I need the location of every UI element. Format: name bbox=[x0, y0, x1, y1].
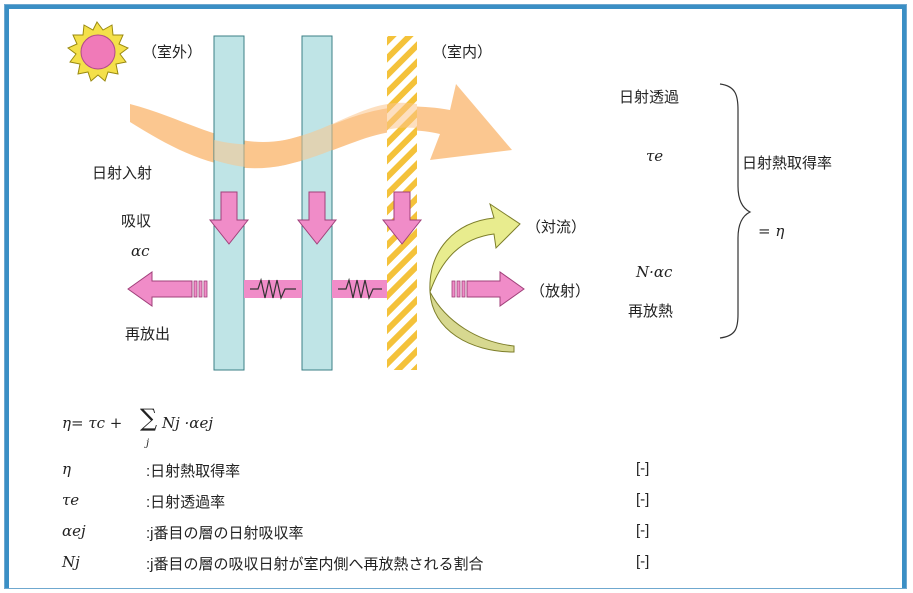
legend-row: τe :日射透過率 [-] bbox=[62, 491, 682, 513]
left-accent-bar bbox=[5, 5, 9, 588]
outdoor-label: （室外） bbox=[142, 43, 203, 61]
legend-symbol: τe bbox=[62, 491, 80, 509]
legend-description: :日射透過率 bbox=[146, 494, 226, 511]
formula-sum-sign: ∑ bbox=[140, 404, 158, 432]
convection-arrow bbox=[429, 202, 521, 293]
incident-label: 日射入射 bbox=[92, 164, 153, 182]
legend-symbol: αej bbox=[62, 522, 86, 540]
reemission-label: 再放出 bbox=[125, 325, 171, 343]
tau-e-symbol: τe bbox=[646, 147, 664, 165]
radiation-inward-arrow bbox=[451, 271, 525, 307]
formula-sum-index: j bbox=[146, 438, 150, 449]
top-accent-bar bbox=[5, 5, 906, 9]
alpha-c-symbol: αc bbox=[131, 242, 150, 260]
legend-row: Nj :j番目の層の吸収日射が室内側へ再放熱される割合 [-] bbox=[62, 553, 682, 575]
brace-icon bbox=[719, 83, 752, 339]
legend-description: :j番目の層の吸収日射が室内側へ再放熱される割合 bbox=[146, 556, 484, 573]
transmitted-solar-arrow-front bbox=[214, 102, 417, 168]
convection-return-shape bbox=[429, 291, 515, 353]
indoor-label: （室内） bbox=[432, 43, 493, 61]
legend-unit: [-] bbox=[636, 460, 650, 477]
spring-icon bbox=[244, 277, 302, 300]
formula-lhs: η= τc + bbox=[62, 414, 123, 432]
absorption-label: 吸収 bbox=[121, 212, 152, 230]
absorption-arrow bbox=[381, 191, 423, 245]
eta-equals-symbol: = η bbox=[758, 222, 785, 240]
reemission-outward-arrow bbox=[127, 271, 208, 307]
legend-unit: [-] bbox=[636, 491, 650, 508]
legend-symbol: η bbox=[62, 460, 71, 478]
reheat-label: 再放熱 bbox=[628, 302, 674, 320]
sun-icon bbox=[67, 21, 129, 82]
spring-icon bbox=[332, 277, 387, 300]
legend-row: αej :j番目の層の日射吸収率 [-] bbox=[62, 522, 682, 544]
n-alpha-symbol: N·αc bbox=[636, 263, 673, 281]
shgc-formula: η= τc + ∑ j Nj ·αej bbox=[62, 400, 262, 450]
shgc-label: 日射熱取得率 bbox=[742, 154, 833, 172]
legend-unit: [-] bbox=[636, 553, 650, 570]
legend-description: :日射熱取得率 bbox=[146, 463, 241, 480]
formula-rhs: Nj ·αej bbox=[162, 414, 213, 432]
legend-row: η :日射熱取得率 [-] bbox=[62, 460, 682, 482]
radiation-label: （放射） bbox=[530, 282, 591, 300]
legend-description: :j番目の層の日射吸収率 bbox=[146, 525, 304, 542]
legend-symbol: Nj bbox=[62, 553, 80, 571]
transmission-label: 日射透過 bbox=[619, 88, 680, 106]
absorption-arrow bbox=[296, 191, 338, 245]
right-accent-bar bbox=[902, 5, 906, 588]
legend-unit: [-] bbox=[636, 522, 650, 539]
absorption-arrow bbox=[208, 191, 250, 245]
convection-label: （対流） bbox=[526, 218, 587, 236]
